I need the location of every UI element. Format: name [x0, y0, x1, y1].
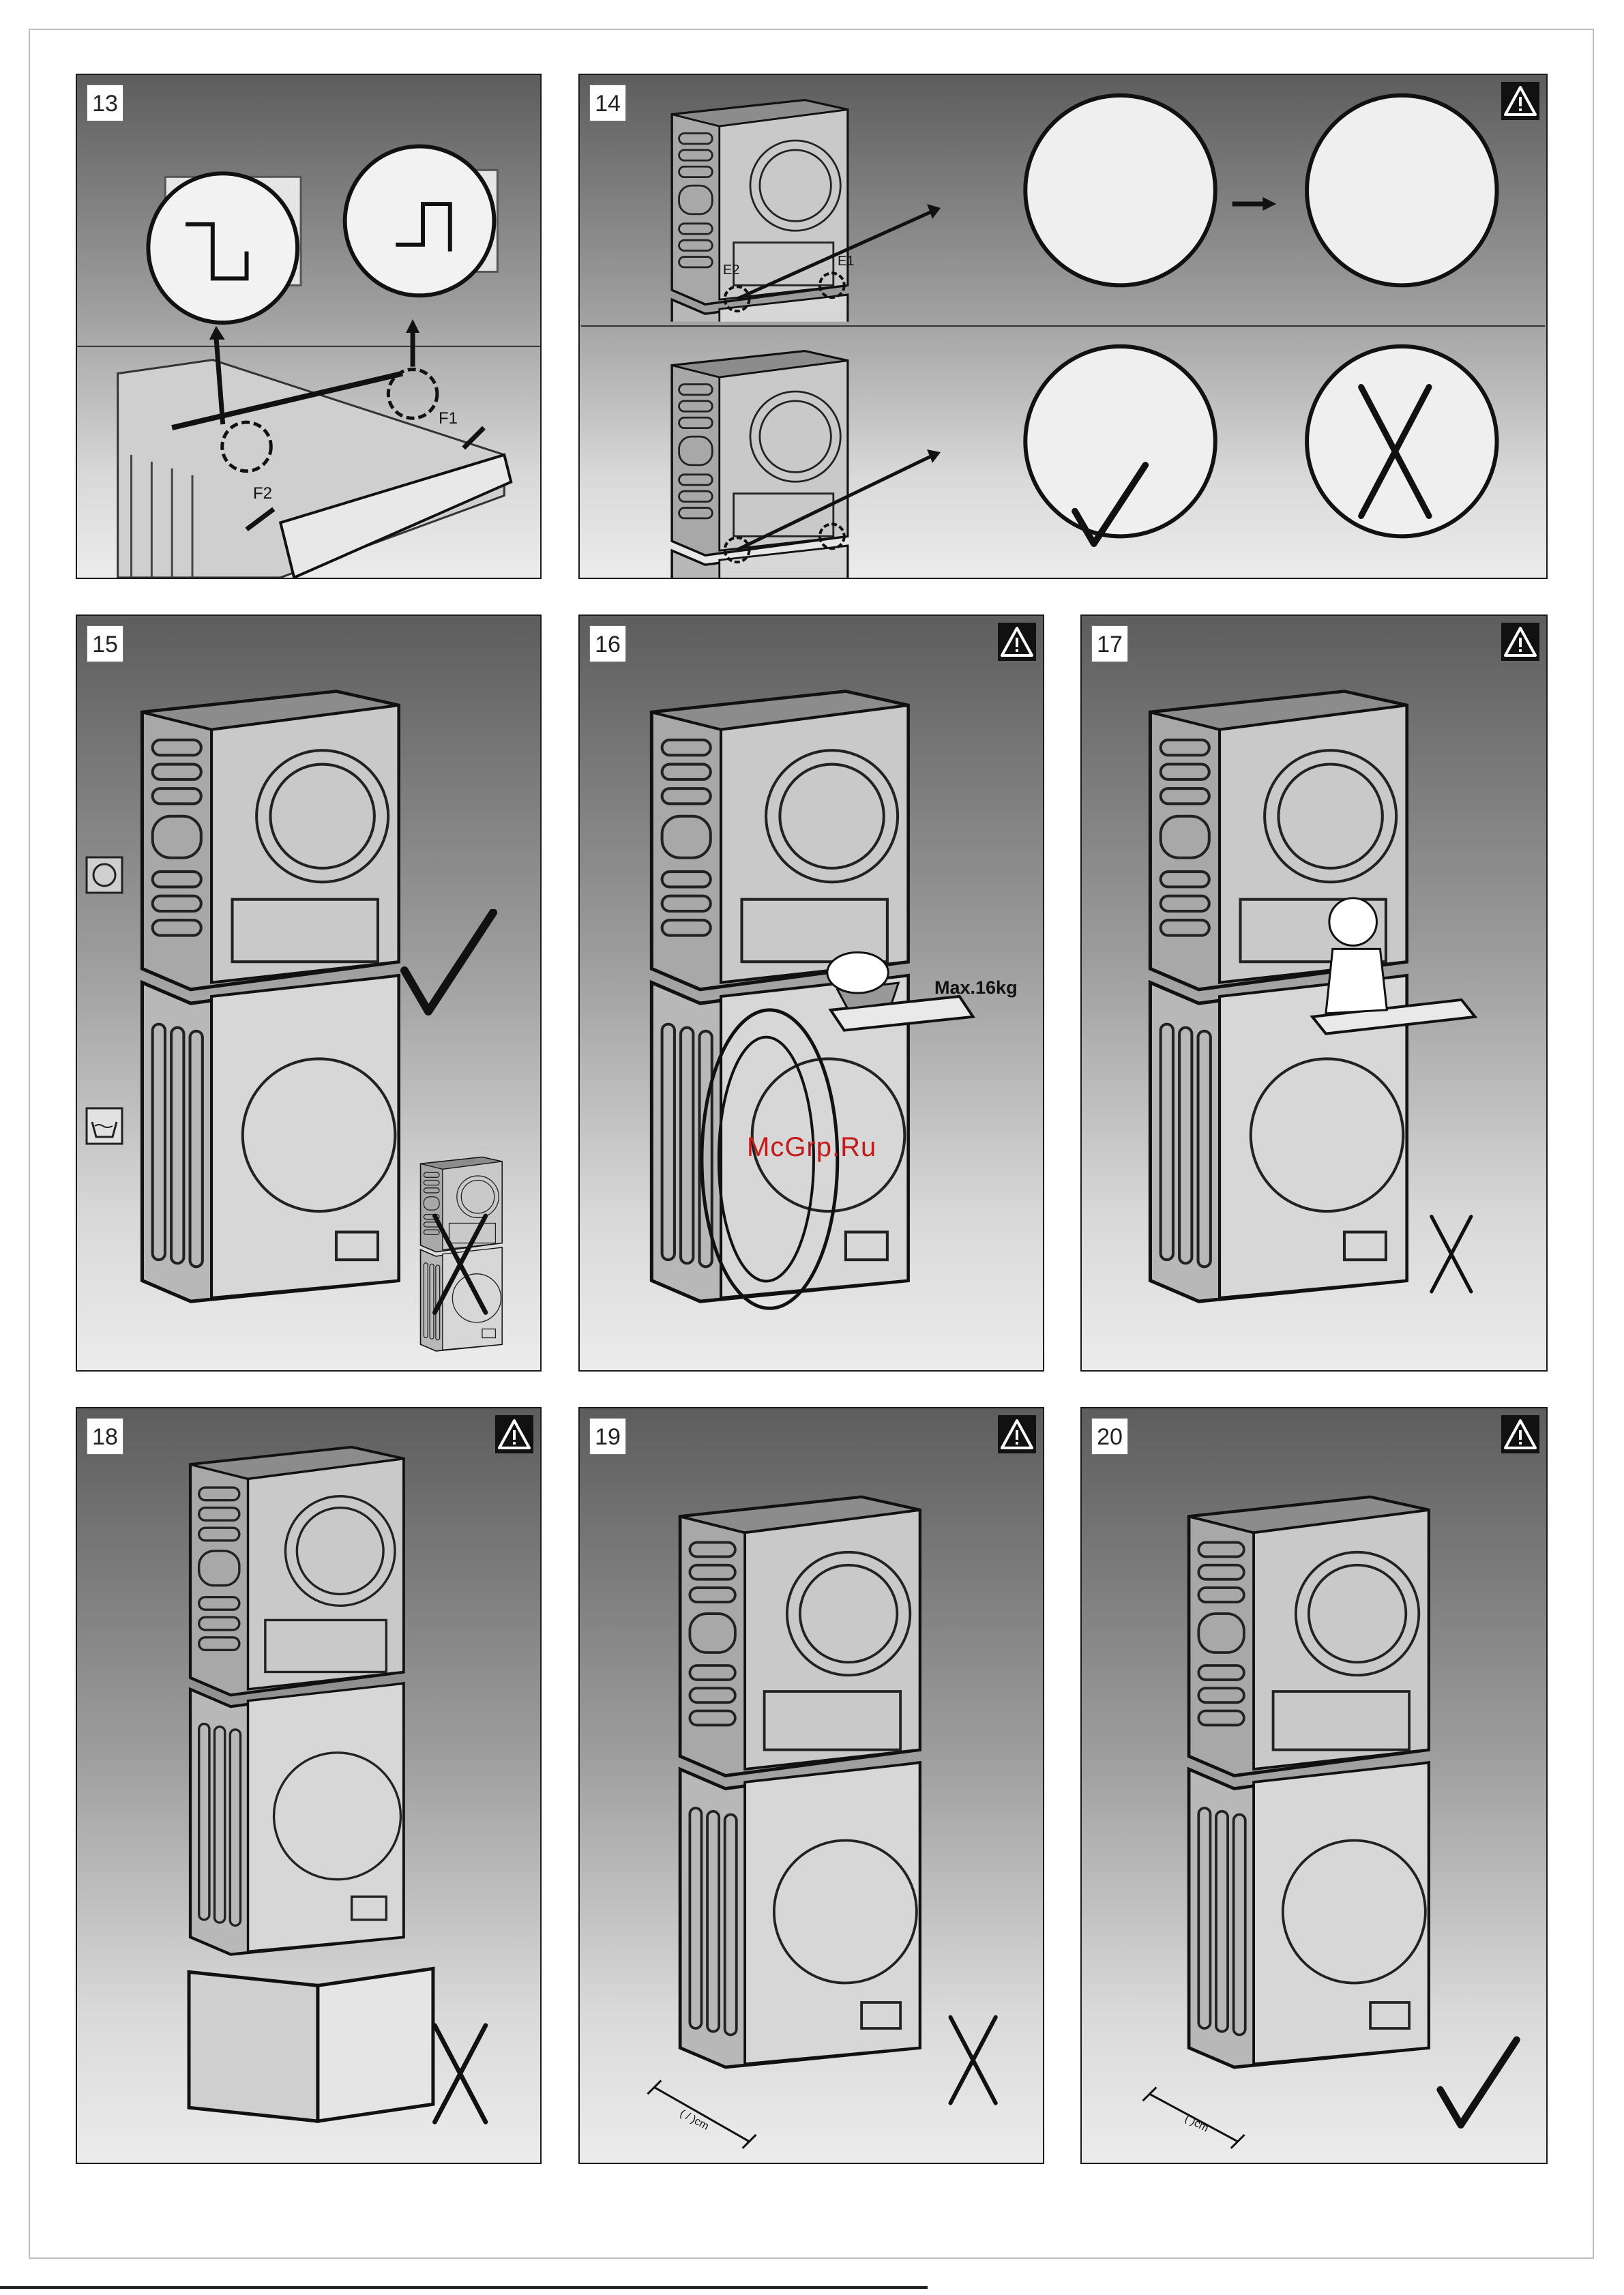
warning-triangle-icon [998, 1415, 1036, 1453]
panel-20-illustration [1082, 1408, 1546, 2163]
panel-18: 18 [76, 1407, 542, 2164]
dryer-symbol-icon [85, 856, 123, 894]
panel-20: 20 ( )cm [1080, 1407, 1548, 2164]
panel-14: 14 E1 E2 [578, 74, 1548, 579]
label-f1: F1 [439, 409, 458, 428]
panel-16: 16 Max.16kg [578, 615, 1044, 1372]
panel-13: 13 F1 F2 [76, 74, 542, 579]
label-e1: E1 [838, 254, 854, 269]
watermark: McGrp.Ru [747, 1132, 876, 1163]
warning-triangle-icon [495, 1415, 533, 1453]
max-load-label: Max.16kg [934, 977, 1018, 998]
panel-18-illustration [77, 1408, 540, 2163]
step-number: 19 [589, 1418, 626, 1455]
step-number: 15 [87, 625, 123, 662]
warning-triangle-icon [1501, 1415, 1539, 1453]
panel-19: 19 ( / )cm [578, 1407, 1044, 2164]
label-e2: E2 [723, 263, 739, 278]
step-number: 16 [589, 625, 626, 662]
label-f2: F2 [253, 484, 272, 503]
bottom-rule [0, 2286, 928, 2289]
step-number: 13 [87, 85, 123, 121]
warning-triangle-icon [1501, 623, 1539, 661]
panel-19-illustration [580, 1408, 1043, 2163]
step-number: 14 [589, 85, 626, 121]
check-mark-icon [398, 909, 500, 1018]
panel-14-illustration [580, 75, 1546, 578]
step-number: 20 [1091, 1418, 1128, 1455]
panel-17: 17 [1080, 615, 1548, 1372]
step-number: 18 [87, 1418, 123, 1455]
panel-17-illustration [1082, 616, 1546, 1370]
warning-triangle-icon [1501, 82, 1539, 120]
step-number: 17 [1091, 625, 1128, 662]
panel-13-illustration [77, 75, 540, 578]
washer-symbol-icon [85, 1107, 123, 1145]
warning-triangle-icon [998, 623, 1036, 661]
panel-15: 15 [76, 615, 542, 1372]
